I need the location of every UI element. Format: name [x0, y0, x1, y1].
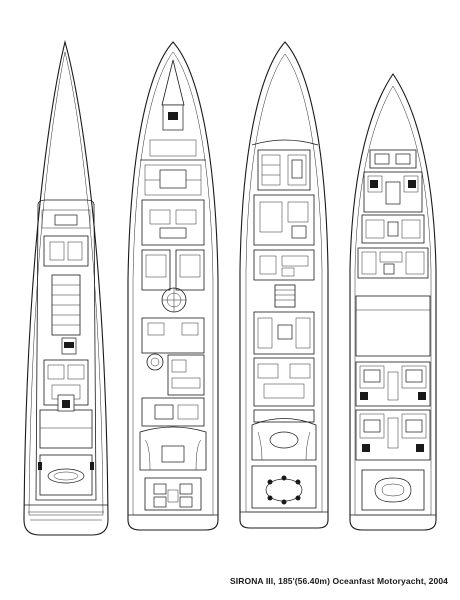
figure-caption: SIRONA III, 185'(56.40m) Oceanfast Motor… [230, 576, 448, 586]
deck-plan-bridge-deck [127, 41, 219, 531]
deck-plan-sun-deck [23, 39, 109, 536]
deck-plan-main-deck [239, 41, 329, 529]
deck-plan-lower-deck [349, 73, 437, 531]
